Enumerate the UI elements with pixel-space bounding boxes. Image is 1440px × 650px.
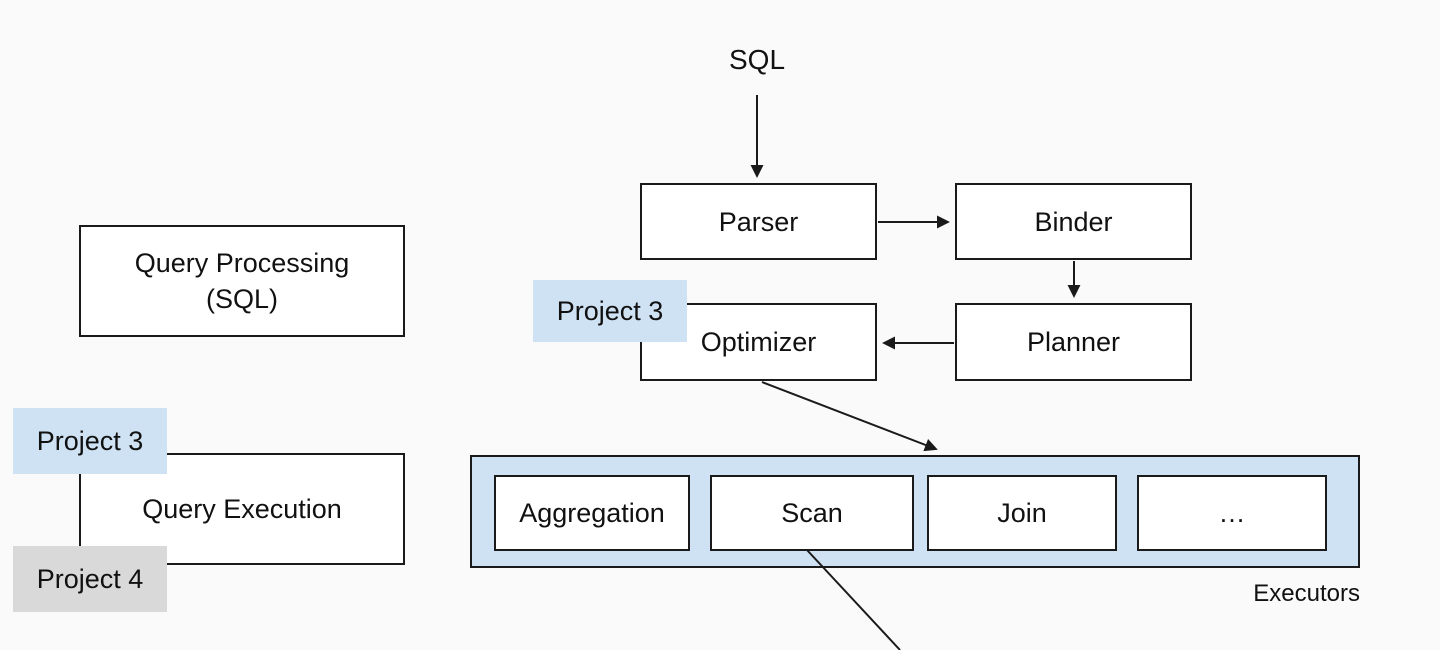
parser-node: Parser — [640, 183, 877, 260]
executor-scan-node: Scan — [710, 475, 914, 551]
project3-tag-optimizer: Project 3 — [533, 280, 687, 342]
query-processing-label-line2: (SQL) — [205, 284, 278, 314]
parser-label: Parser — [718, 206, 799, 237]
join-label: Join — [997, 498, 1047, 528]
planner-node: Planner — [955, 303, 1192, 381]
scan-label: Scan — [781, 498, 843, 528]
project4-tag-execution: Project 4 — [13, 546, 167, 612]
binder-node: Binder — [955, 183, 1192, 260]
executor-join-node: Join — [927, 475, 1117, 551]
executors-container: Aggregation Scan Join … — [470, 455, 1360, 568]
executor-aggregation-node: Aggregation — [494, 475, 690, 551]
executor-more-node: … — [1137, 475, 1327, 551]
query-processing-label-line1: Query Processing — [134, 248, 350, 278]
planner-label: Planner — [1026, 327, 1121, 357]
query-execution-label: Query Execution — [142, 494, 342, 524]
optimizer-node: Optimizer — [640, 303, 877, 381]
project3-tag-execution: Project 3 — [13, 408, 167, 474]
more-executors-label: … — [1218, 498, 1246, 528]
aggregation-label: Aggregation — [519, 498, 665, 528]
optimizer-label: Optimizer — [700, 327, 817, 357]
sql-label: SQL — [728, 44, 786, 75]
binder-label: Binder — [1034, 206, 1113, 237]
arrow-optimizer-to-executors — [761, 381, 938, 452]
query-processing-node: Query Processing (SQL) — [79, 225, 405, 337]
executors-caption: Executors — [1253, 580, 1360, 607]
